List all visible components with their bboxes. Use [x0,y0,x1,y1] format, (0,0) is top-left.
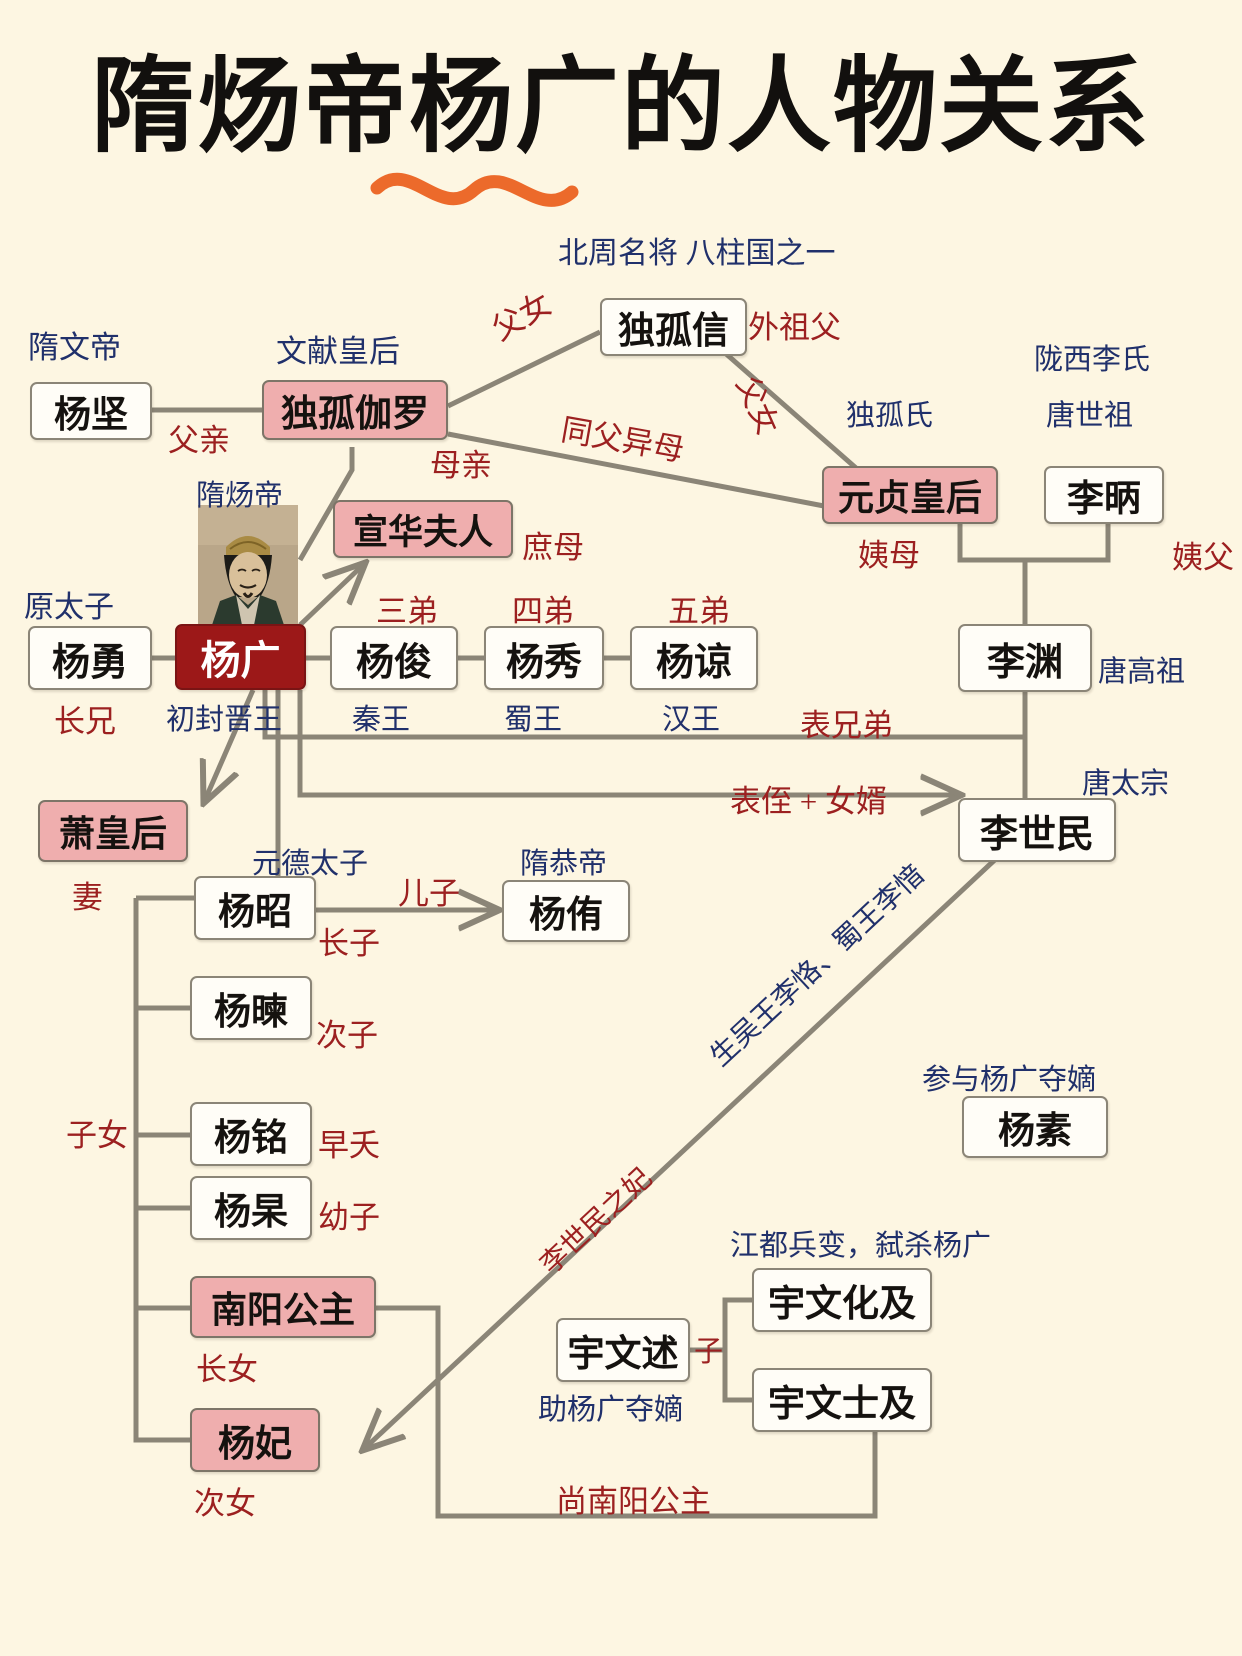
caption-jiangdu-bingbian: 江都兵变，弑杀杨广 [730,1230,992,1262]
caption-wudi: 五弟 [668,594,730,629]
node-label: 杨广 [200,638,281,684]
caption-sui-yangdi: 隋炀帝 [196,480,284,512]
node-label: 杨勇 [51,639,128,684]
node-label: 宇文述 [567,1332,679,1375]
node-yangguang[interactable]: 杨广 [175,624,306,690]
caption-yuande-taizi: 元德太子 [252,848,369,880]
node-label: 杨杲 [214,1190,288,1233]
node-lishimin[interactable]: 李世民 [958,798,1116,862]
caption-funv-2: 父女 [729,371,785,440]
node-label: 杨昭 [218,890,292,933]
node-yangliang[interactable]: 杨谅 [630,626,758,690]
caption-erzi: 儿子 [398,876,460,911]
node-label: 杨暕 [214,990,288,1033]
node-yangsu[interactable]: 杨素 [962,1096,1108,1158]
yangguang-portrait [198,505,298,625]
node-label: 杨妃 [218,1422,292,1465]
caption-funv-1: 父女 [486,285,558,348]
caption-dugu-shi: 独孤氏 [846,400,934,432]
caption-zhangnv: 长女 [196,1352,258,1387]
node-xuanhua-furen[interactable]: 宣华夫人 [333,500,513,558]
node-yangjian-er[interactable]: 杨暕 [190,976,312,1040]
node-yangfei[interactable]: 杨妃 [190,1408,320,1472]
node-yangjian[interactable]: 杨坚 [30,382,152,440]
caption-tang-gaozu: 唐高祖 [1098,656,1186,688]
node-label: 李世民 [979,811,1094,856]
caption-biaozhi-nvxu: 表侄 + 女婿 [730,784,887,819]
caption-cinv: 次女 [194,1486,256,1521]
node-yangyou[interactable]: 杨侑 [502,880,630,942]
caption-muqin: 母亲 [430,448,492,483]
caption-zhangxiong: 长兄 [54,704,116,739]
node-xiao-huanghou[interactable]: 萧皇后 [38,800,188,862]
page-title: 隋炀帝杨广的人物关系 [90,45,1151,167]
caption-yuan-taizi: 原太子 [24,591,114,624]
node-nanyang-gongzhu[interactable]: 南阳公主 [190,1276,376,1338]
node-yangzhao[interactable]: 杨昭 [194,876,316,940]
caption-sidi: 四弟 [512,594,574,629]
node-yangjun[interactable]: 杨俊 [330,626,458,690]
node-label: 李昞 [1067,477,1141,520]
node-label: 独孤信 [618,309,729,352]
caption-tang-taizong: 唐太宗 [1082,768,1170,800]
caption-longxi-lishi: 陇西李氏 [1034,344,1151,376]
node-label: 南阳公主 [210,1290,355,1331]
node-label: 宣华夫人 [352,512,493,553]
caption-yifu: 姨父 [1172,540,1234,575]
node-label: 杨铭 [214,1116,288,1159]
caption-shumu: 庶母 [522,530,584,565]
node-yangyong[interactable]: 杨勇 [28,626,152,690]
caption-qin-wang: 秦王 [352,704,411,736]
caption-zinv: 子女 [66,1118,128,1153]
caption-han-wang: 汉王 [662,704,721,736]
caption-canyu-duodi: 参与杨广夺嫡 [922,1064,1097,1096]
node-yangxiu[interactable]: 杨秀 [484,626,604,690]
caption-sui-wendi: 隋文帝 [28,330,121,365]
caption-fuqin: 父亲 [168,423,230,458]
node-label: 杨素 [998,1109,1072,1152]
caption-qi: 妻 [72,880,103,915]
caption-shu-wang: 蜀王 [504,704,563,736]
caption-zhangzi: 长子 [318,926,380,961]
node-label: 李渊 [986,639,1063,684]
caption-yimu: 姨母 [858,538,920,573]
node-yuwenshu[interactable]: 宇文述 [556,1318,690,1382]
caption-beizhou-mingjiang: 北周名将 八柱国之一 [558,237,836,270]
node-yuwen-huaji[interactable]: 宇文化及 [752,1268,932,1332]
caption-waizufu: 外祖父 [748,310,841,345]
caption-sandi: 三弟 [376,594,438,629]
node-label: 杨侑 [529,893,603,936]
caption-shang-nanyang: 尚南阳公主 [556,1484,711,1519]
node-label: 元贞皇后 [837,478,982,519]
node-yangming[interactable]: 杨铭 [190,1102,312,1166]
caption-wenxian-huanghou: 文献皇后 [276,334,400,369]
caption-sui-gongdi: 隋恭帝 [520,848,608,880]
node-libing[interactable]: 李昞 [1044,466,1164,524]
node-label: 杨谅 [655,639,732,684]
caption-sheng-wuwang: 生吴王李恪、蜀王李愔 [704,859,931,1073]
node-label: 杨坚 [54,393,128,436]
node-liyuan[interactable]: 李渊 [958,624,1092,692]
caption-youzi: 幼子 [318,1200,380,1235]
node-label: 杨秀 [505,639,582,684]
caption-zaoyao: 早夭 [318,1128,380,1163]
caption-tongfu-yimu: 同父异母 [558,411,687,468]
caption-chufeng-jinwang: 初封晋王 [166,704,283,736]
node-dugu-qieluo[interactable]: 独孤伽罗 [262,380,448,440]
node-dugu-xin[interactable]: 独孤信 [600,298,747,356]
node-label: 独孤伽罗 [281,392,429,435]
node-yanggao[interactable]: 杨杲 [190,1176,312,1240]
node-label: 宇文化及 [768,1282,916,1325]
caption-cizi: 次子 [316,1018,378,1053]
caption-biaoxiongdi: 表兄弟 [800,708,893,743]
caption-lishimin-zhifei: 李世民之妃 [534,1162,659,1281]
node-label: 萧皇后 [58,814,167,855]
node-yuwen-shiji[interactable]: 宇文士及 [752,1368,932,1432]
caption-tang-shizu: 唐世祖 [1046,400,1134,432]
caption-zi: 子 [694,1336,724,1368]
node-label: 宇文士及 [768,1382,916,1425]
caption-zhu-yangguang-duodi: 助杨广夺嫡 [538,1394,684,1426]
node-label: 杨俊 [355,639,432,684]
node-yuanzhen-huanghou[interactable]: 元贞皇后 [822,466,998,524]
